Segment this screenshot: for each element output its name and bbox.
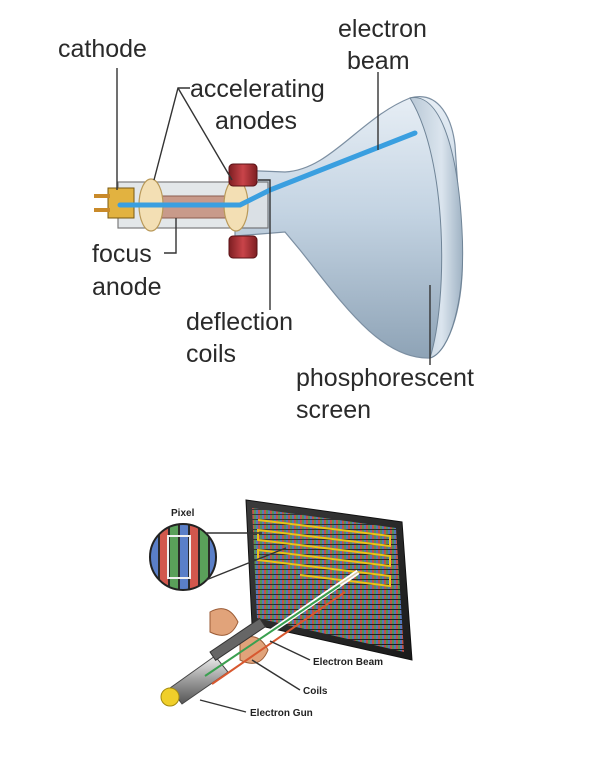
label-beam-line2: beam	[347, 47, 410, 75]
leader-accelerating	[153, 87, 190, 181]
cathode-pins	[94, 194, 110, 198]
deflection-coil-top	[228, 163, 258, 187]
leader-deflection	[258, 179, 271, 310]
deflection-coil-bottom	[228, 235, 258, 259]
electron-beam	[117, 130, 418, 208]
label-electron-gun: Electron Gun	[250, 708, 313, 719]
raster-scan-path	[257, 519, 391, 588]
label-anode: anode	[92, 273, 162, 301]
leader-bottom-beam	[269, 640, 311, 661]
top-crt-diagram: cathode electron beam accelerating anode…	[58, 15, 474, 424]
leader-electron-gun	[199, 699, 247, 713]
label-accelerating: accelerating	[190, 75, 325, 103]
label-anodes: anodes	[215, 107, 297, 135]
label-pixel: Pixel	[171, 508, 195, 519]
label-coils: coils	[186, 340, 236, 368]
label-screen: screen	[296, 396, 371, 424]
leader-focus	[164, 218, 177, 254]
label-coils: Coils	[303, 686, 328, 697]
label-electron-line1: electron	[338, 15, 427, 43]
label-electron-beam: Electron Beam	[313, 657, 383, 668]
electron-gun-tip	[160, 687, 180, 707]
bottom-coils	[209, 608, 239, 636]
bottom-monitor-diagram: Pixel Electron Beam Coils Electron Gun	[149, 499, 413, 719]
label-cathode: cathode	[58, 35, 147, 63]
phosphor-screen-face	[409, 97, 464, 359]
pixel-magnifier	[149, 523, 287, 591]
label-phosphorescent: phosphorescent	[296, 364, 474, 392]
label-focus: focus	[92, 240, 152, 268]
leader-bottom-coils	[251, 659, 301, 691]
label-deflection: deflection	[186, 308, 293, 336]
